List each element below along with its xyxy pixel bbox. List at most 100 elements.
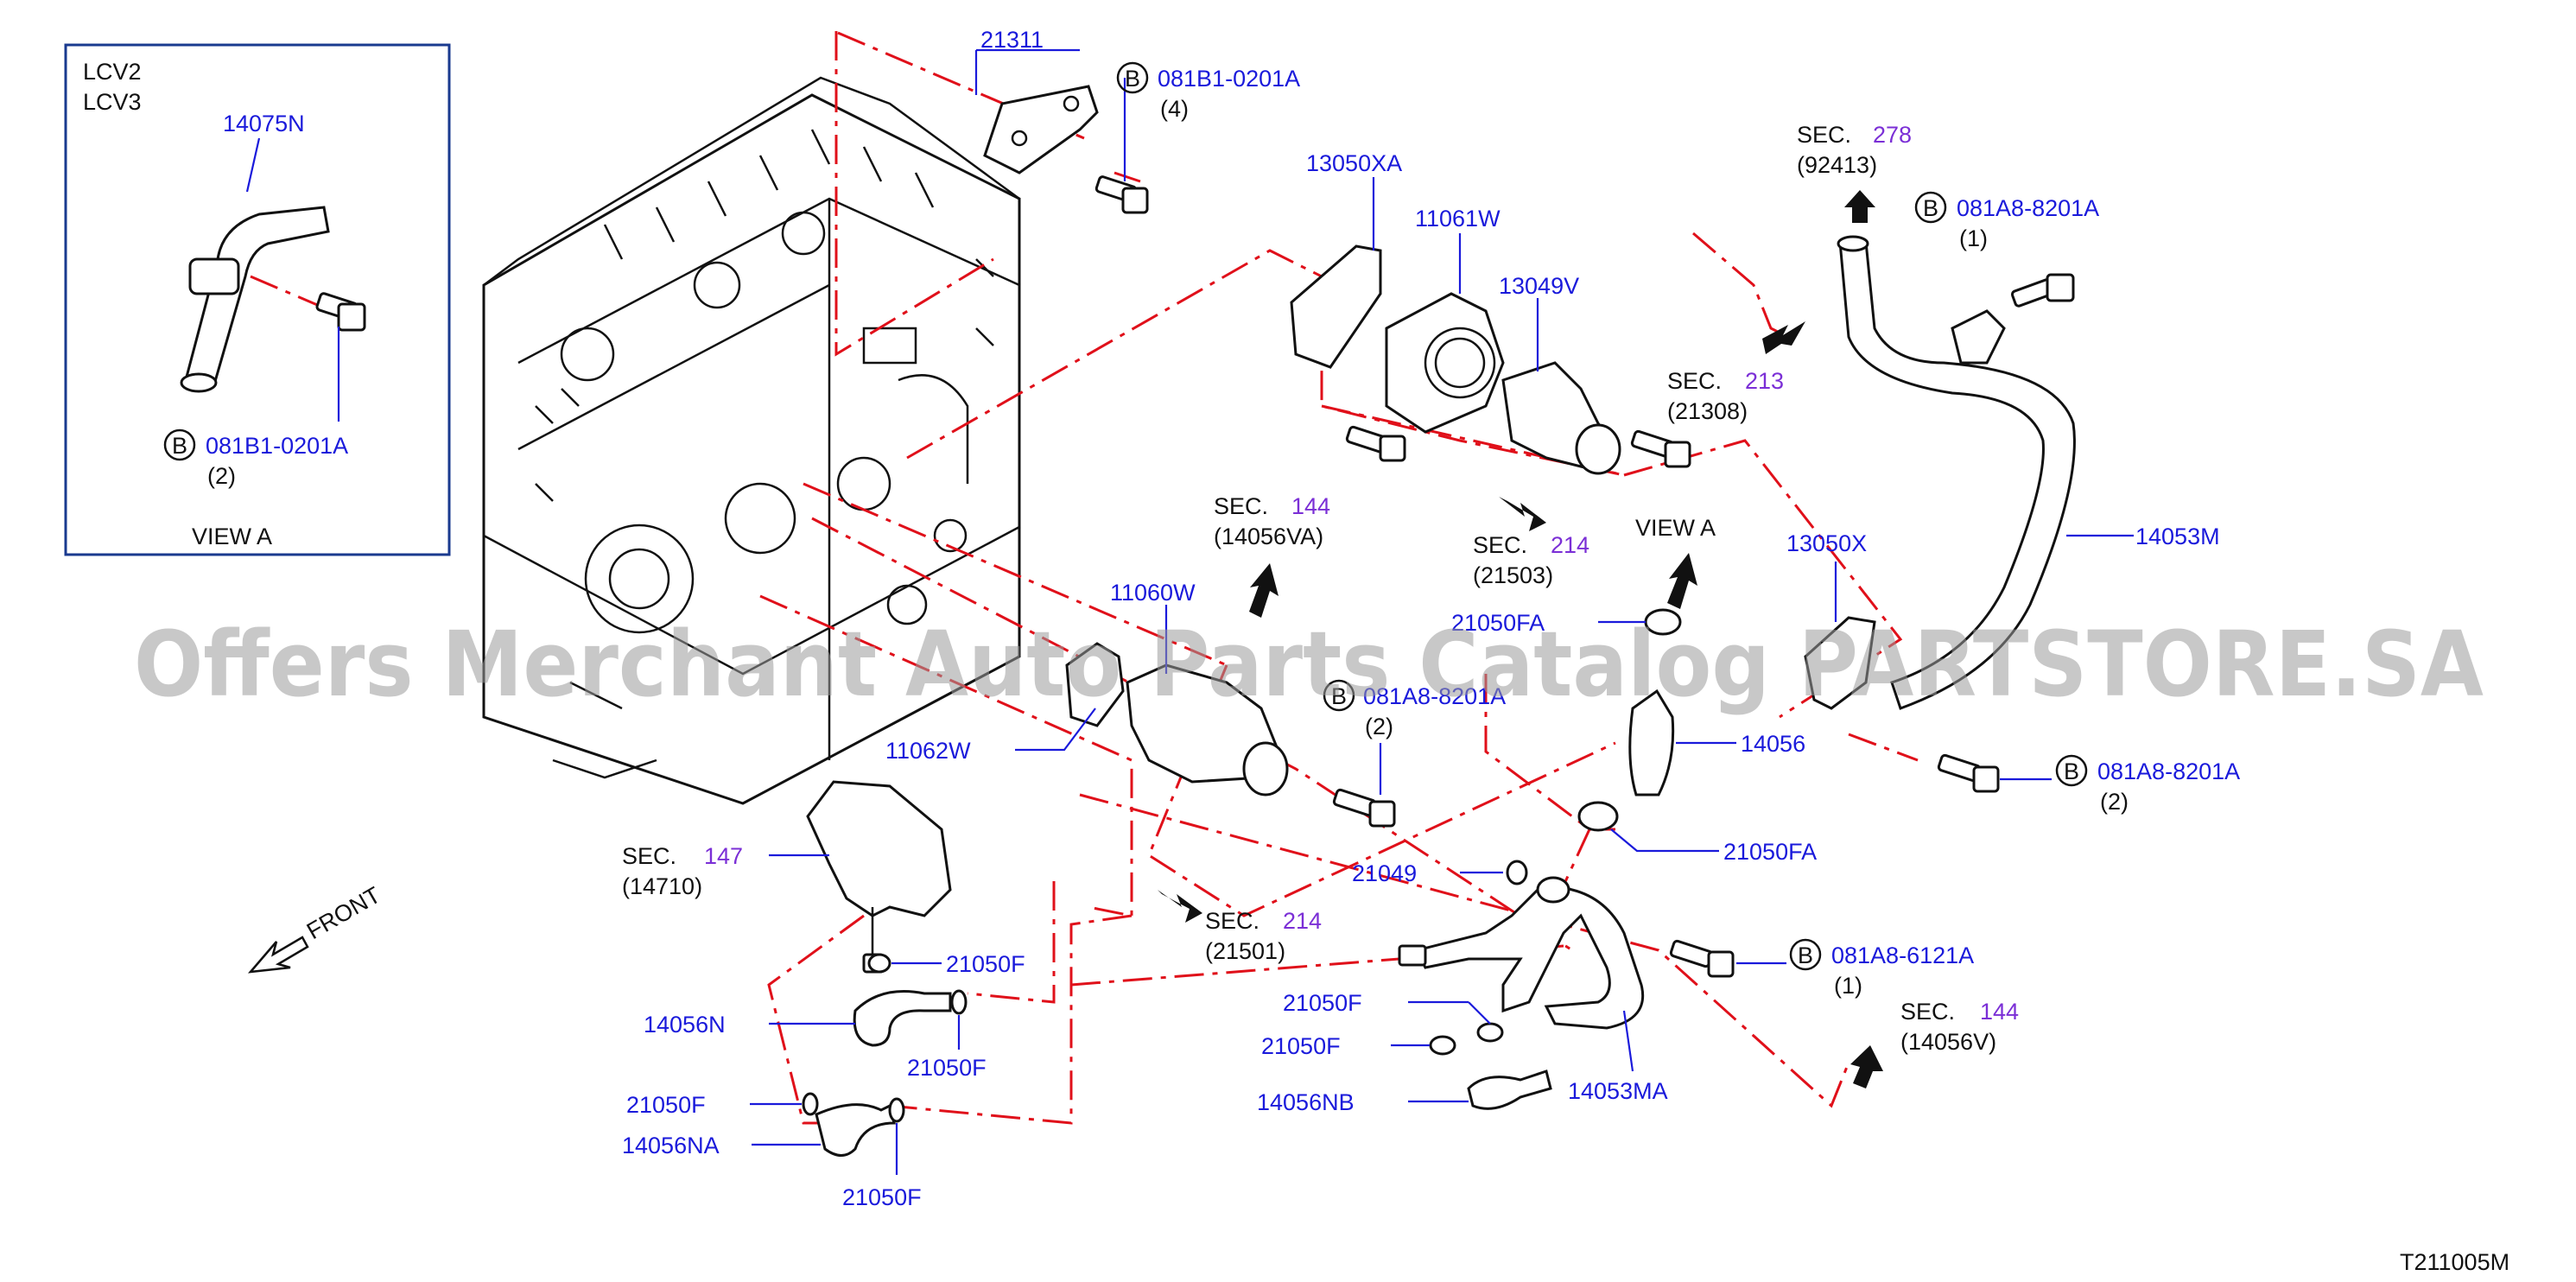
sec-214b-num[interactable]: 214 [1283,908,1322,934]
bolt-8201-right-qty: (2) [2100,789,2129,815]
gasket-13050x [1804,616,1876,710]
label-13050xa[interactable]: 13050XA [1306,150,1402,176]
bolt-8201-mid-qty: (2) [1365,714,1393,739]
bracket-21311 [983,85,1099,175]
sec-144a-label: SEC. [1214,493,1268,519]
label-14053ma[interactable]: 14053MA [1568,1078,1668,1104]
sec-144b-num[interactable]: 144 [1980,999,2019,1025]
sec-144a-ref: (14056VA) [1214,524,1323,549]
hose-bracket [188,257,240,295]
svg-text:B: B [1798,942,1813,968]
gasket-13050xa [1290,244,1382,369]
sec-278-num[interactable]: 278 [1873,122,1912,148]
label-14056[interactable]: 14056 [1741,731,1805,757]
inset-view-a: LCV2 LCV3 14075N B 081B1-0201A (2) VIEW … [64,43,451,556]
front-arrow: FRONT [247,882,385,974]
label-11060w[interactable]: 11060W [1110,580,1196,606]
arrow-sec-213 [1762,321,1805,354]
label-8201-top[interactable]: 081A8-8201A [1957,195,2099,221]
leader-21050fa-mid [1610,828,1719,853]
bracket-bolt-qty: (4) [1160,96,1189,122]
inset-view-label: VIEW A [192,524,272,549]
label-21050f-1[interactable]: 21050F [946,951,1025,977]
bolt-8201-right [1937,753,2000,793]
pipe-14053m [1838,240,2076,710]
label-21049[interactable]: 21049 [1352,860,1417,886]
b-marker-6121 [1789,938,1822,971]
sec-147-num[interactable]: 147 [704,843,743,869]
label-21050fa-mid[interactable]: 21050FA [1723,839,1817,865]
svg-text:B: B [2064,758,2079,784]
label-inset-bolt[interactable]: 081B1-0201A [206,433,348,459]
sec-213-num[interactable]: 213 [1745,368,1784,394]
label-21050fa-top[interactable]: 21050FA [1451,610,1545,636]
pump-sec-147 [806,780,952,917]
bolt-8201-top [2010,273,2075,308]
label-21311[interactable]: 21311 [980,27,1044,53]
sec-144b-label: SEC. [1900,999,1955,1025]
label-14056na[interactable]: 14056NA [622,1133,720,1158]
label-21050f-6[interactable]: 21050F [1261,1033,1341,1059]
pipe-bracket [1951,309,2006,365]
thermostat-bolt-2 [1630,429,1691,468]
bracket-bolt [1094,175,1149,214]
hose-end [180,372,218,393]
watermark-text: Offers Merchant Auto Parts Catalog PARTS… [134,612,2484,717]
label-13050x[interactable]: 13050X [1786,530,1867,556]
label-8201-mid[interactable]: 081A8-8201A [1363,683,1506,709]
label-8201-right[interactable]: 081A8-8201A [2097,758,2240,784]
bolt-6121-qty: (1) [1834,973,1862,999]
arrow-sec-214a [1499,497,1546,531]
label-14056nb[interactable]: 14056NB [1257,1089,1355,1115]
sec-214b-label: SEC. [1205,908,1259,934]
b-marker-8201-mid [1323,679,1355,712]
bolt-8201-mid [1332,788,1396,828]
label-21050f-3[interactable]: 21050F [626,1092,706,1118]
hose-14075n [184,206,330,386]
label-14053m[interactable]: 14053M [2135,524,2220,549]
b-marker-8201-top [1914,191,1947,224]
label-21050f-4[interactable]: 21050F [842,1184,922,1210]
label-11061w[interactable]: 11061W [1415,206,1501,232]
inset-bolt-qty: (2) [207,463,236,489]
drawing-code: T211005M [2400,1249,2509,1275]
pipe-14053m-end [1837,235,1869,252]
sec-278-ref: (92413) [1797,152,1877,178]
label-6121[interactable]: 081A8-6121A [1831,942,1974,968]
engine-block [482,76,1021,805]
label-13049v[interactable]: 13049V [1499,273,1579,299]
sec-213-ref: (21308) [1667,398,1748,424]
label-21050f-2[interactable]: 21050F [907,1055,987,1081]
inset-variant-lcv3: LCV3 [83,89,142,115]
leader-14053ma [1622,1010,1634,1072]
sec-147-ref: (14710) [622,873,702,899]
arrow-up-sec-278 [1844,190,1875,223]
label-14056n[interactable]: 14056N [644,1012,726,1038]
label-11062w[interactable]: 11062W [885,738,971,764]
svg-text:B: B [1331,683,1347,709]
inset-frame [64,43,451,556]
front-label: FRONT [302,882,385,944]
pipe-14053ma [1414,879,1645,1030]
sec-213-label: SEC. [1667,368,1722,394]
hose-14056na [815,1103,896,1157]
svg-text:B: B [1125,66,1140,92]
label-bracket-bolt[interactable]: 081B1-0201A [1158,66,1300,92]
sec-144b-ref: (14056V) [1900,1029,1996,1055]
label-21050f-5[interactable]: 21050F [1283,990,1362,1016]
arrow-view-a [1667,553,1697,609]
bolt-8201-top-qty: (1) [1959,225,1988,251]
label-14075n[interactable]: 14075N [223,111,305,136]
clamp-21050f-6 [1429,1035,1456,1056]
bolt-6121 [1669,939,1735,978]
b-marker-8201-right [2055,754,2088,787]
sec-278-label: SEC. [1797,122,1851,148]
sec-144a-num[interactable]: 144 [1291,493,1330,519]
inset-bolt [315,292,366,332]
b-marker-inset [163,428,196,461]
clamp-21050f-5 [1476,1022,1504,1043]
arrow-sec-214b [1158,890,1202,923]
thermostat-bolt-1 [1345,425,1406,462]
sec-214a-num[interactable]: 214 [1551,532,1589,558]
